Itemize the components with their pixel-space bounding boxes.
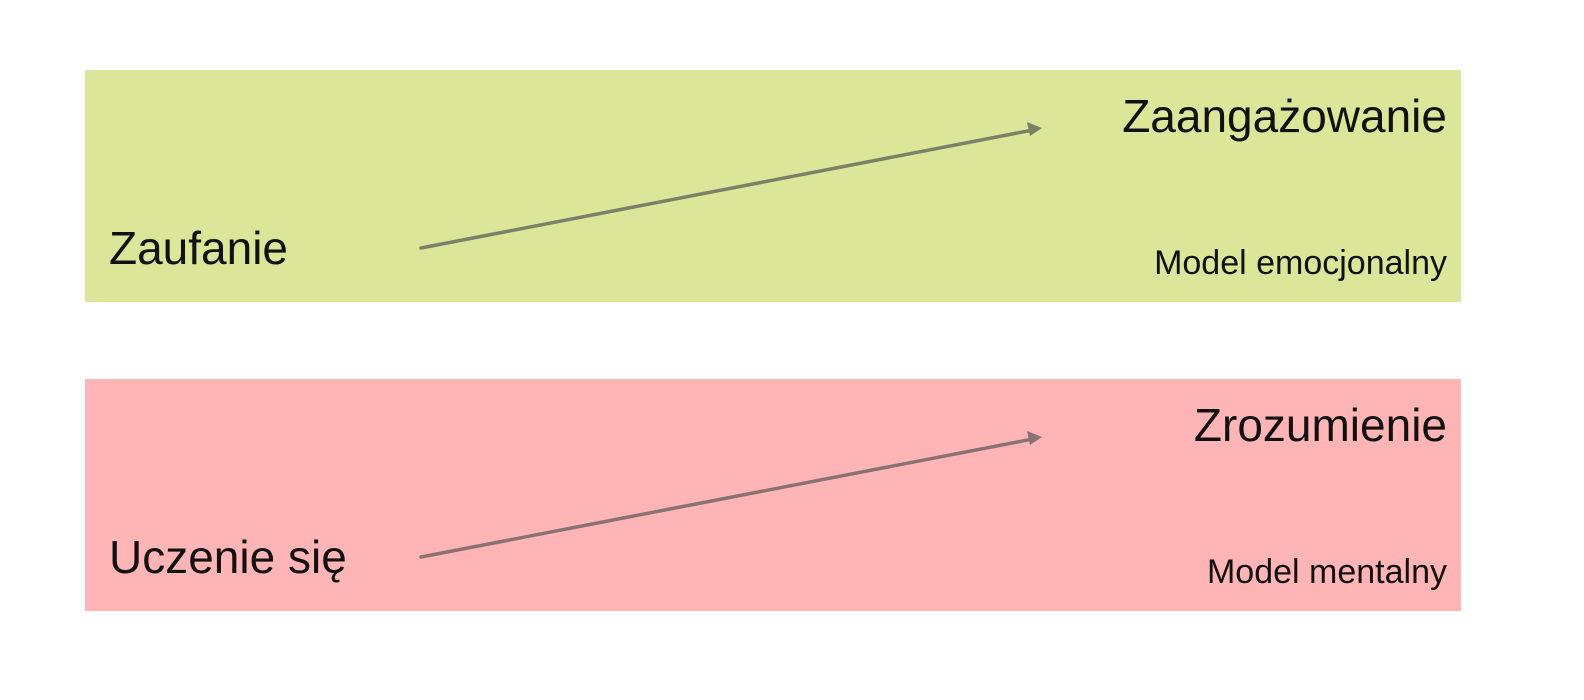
start-label-learning: Uczenie się xyxy=(109,531,347,583)
end-label-engagement: Zaangażowanie xyxy=(1122,90,1447,142)
mental-model-band: Uczenie się Zrozumienie Model mentalny xyxy=(85,379,1461,611)
start-label-trust: Zaufanie xyxy=(109,222,289,274)
model-label-mental: Model mentalny xyxy=(1206,553,1447,591)
mental-arrow xyxy=(419,431,1042,559)
model-label-emotional: Model emocjonalny xyxy=(1154,244,1447,282)
emotional-arrow xyxy=(419,122,1042,250)
emotional-model-band: Zaufanie Zaangażowanie Model emocjonalny xyxy=(85,70,1461,302)
end-label-understanding: Zrozumienie xyxy=(1193,399,1447,451)
